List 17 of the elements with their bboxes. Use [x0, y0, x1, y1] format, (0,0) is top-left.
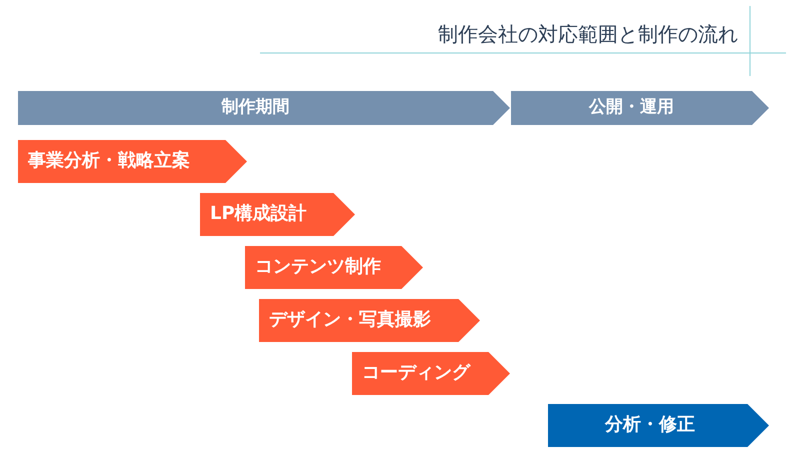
bar-label: 公開・運用	[589, 97, 674, 119]
bar-label: コンテンツ制作	[255, 256, 381, 279]
chevron-bar	[200, 193, 355, 236]
bar-label: 事業分析・戦略立案	[28, 150, 190, 173]
bar-label: デザイン・写真撮影	[269, 309, 431, 332]
chevron-bar	[259, 299, 480, 342]
bar-label: 制作期間	[222, 97, 290, 119]
chevron-bar	[245, 246, 423, 289]
bar-label: 分析・修正	[605, 414, 695, 437]
title: 制作会社の対応範囲と制作の流れ	[438, 21, 738, 48]
bar-label: LP構成設計	[210, 203, 307, 226]
chevron-bar	[548, 404, 769, 447]
chevron-bar	[18, 140, 247, 183]
bar-label: コーディング	[362, 362, 470, 385]
chevron-bar	[352, 352, 510, 395]
chevron-bar	[511, 91, 769, 125]
chevron-bar	[18, 91, 510, 125]
